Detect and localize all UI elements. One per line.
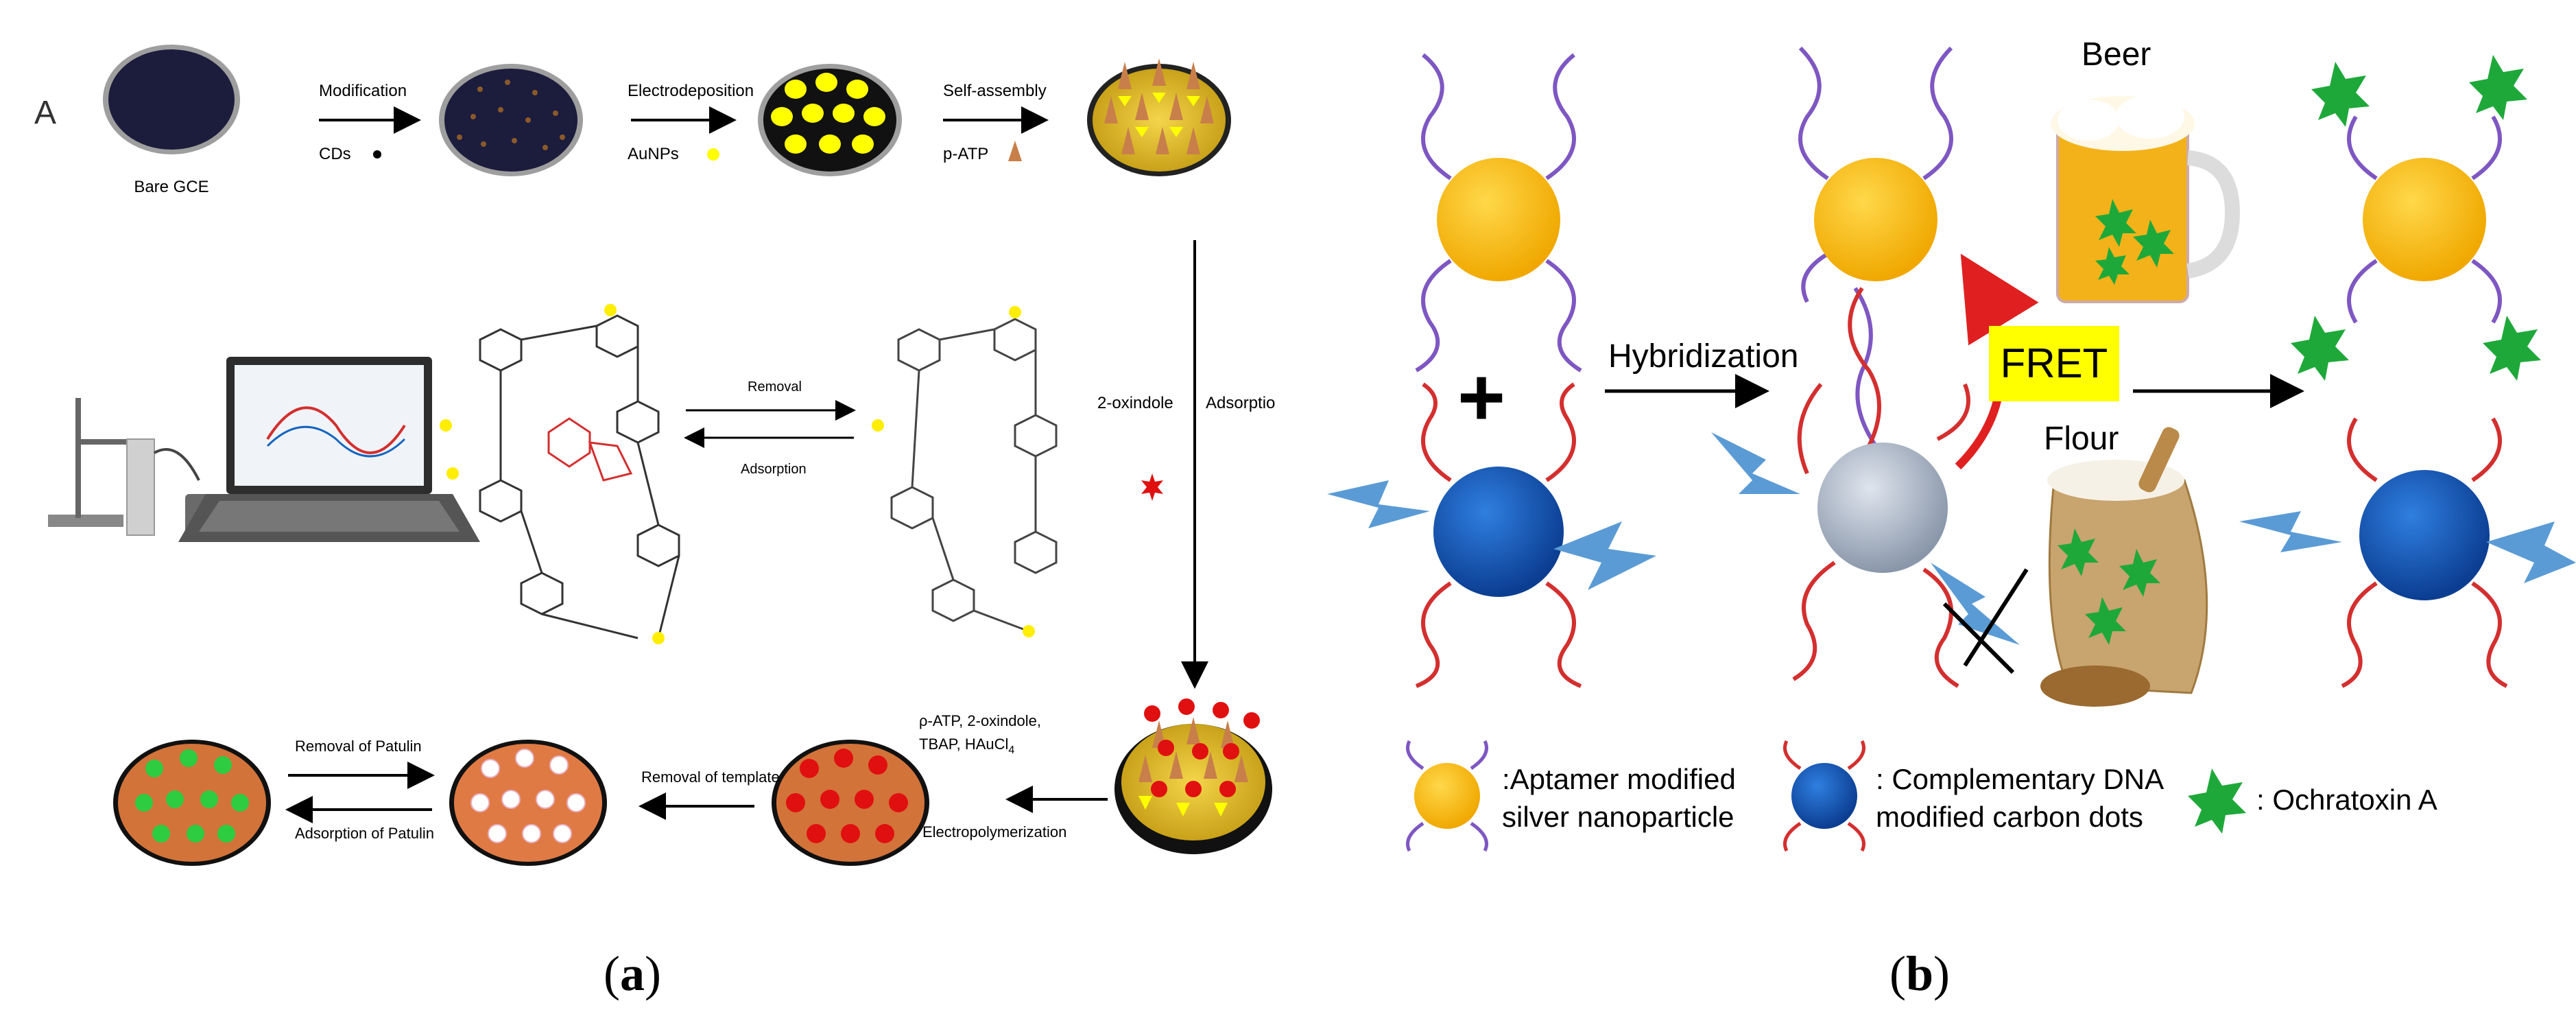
electrochemical-workstation-illustration: [48, 357, 480, 542]
cds-label: CDs: [319, 145, 351, 163]
lightning-in-middle-icon: [1711, 432, 1800, 494]
cdna-carbon-dot: [1327, 382, 1656, 688]
modification-label: Modification: [319, 82, 407, 100]
hybridized-complex: [1711, 46, 2029, 688]
template-electrode: [772, 740, 929, 866]
mip-structure-empty: [890, 318, 1058, 633]
ota-bound-silver-nanoparticle: [2291, 55, 2541, 381]
reagents-line-2-text: TBAP, HAuCl: [919, 736, 1008, 753]
fluorescence-emission-icon: [2486, 521, 2576, 583]
lightning-in-right-icon: [2239, 511, 2342, 552]
fret-label: FRET: [2001, 340, 2108, 386]
lightning-out-icon: [1553, 521, 1656, 590]
bare-gce-electrode: [103, 45, 240, 154]
beer-label: Beer: [2082, 36, 2151, 73]
removal-label: Removal: [748, 379, 802, 395]
legend-carbon-dot: [1783, 740, 1865, 852]
quenched-emission-icon: [1931, 563, 2020, 645]
fluorescent-carbon-dot: [2239, 417, 2576, 688]
aunps-electrode: [758, 64, 902, 176]
lightning-in-icon: [1327, 480, 1430, 528]
plus-sign: +: [1457, 351, 1505, 443]
cross-mark-b: [1963, 568, 2029, 667]
reagents-line-2: TBAP, HAuCl4: [919, 736, 1014, 756]
flour-label: Flour: [2044, 421, 2119, 457]
legend-ag-line-1: :Aptamer modified: [1502, 763, 1736, 795]
electrodeposition-label: Electrodeposition: [628, 82, 754, 100]
aptamer-silver-nanoparticle: [1415, 53, 1582, 373]
legend-cd-line-1: : Complementary DNA: [1876, 763, 2164, 795]
p-atp-electrode: [1087, 58, 1231, 176]
legend-cd-line-2: modified carbon dots: [1876, 801, 2143, 833]
legend-silver-nanoparticle: [1406, 740, 1488, 852]
hybridization-label: Hybridization: [1608, 338, 1798, 375]
reagents-line-1: ρ-ATP, 2-oxindole,: [919, 712, 1041, 729]
caption-a: (a): [604, 946, 661, 1001]
aunp-symbol: [707, 148, 719, 161]
removal-template-label: Removal of template: [641, 768, 780, 786]
self-assembly-label: Self-assembly: [943, 82, 1047, 100]
cds-modified-electrode: [439, 64, 583, 176]
bare-gce-label: Bare GCE: [134, 178, 208, 196]
panel-b-diagram: + Hybridization: [1327, 36, 2576, 852]
caption-b-letter: b: [1905, 946, 1934, 1001]
aunps-label: AuNPs: [628, 145, 679, 163]
fret-box: [1989, 326, 2119, 401]
two-oxindole-label: 2-oxindole: [1097, 394, 1173, 412]
legend-ochratoxin-icon: [2188, 768, 2246, 834]
electropolymerization-label: Electropolymerization: [922, 823, 1066, 840]
removal-patulin-label: Removal of Patulin: [295, 738, 422, 755]
caption-a-letter: a: [619, 946, 645, 1001]
adsorption-patulin-label: Adsorption of Patulin: [295, 825, 434, 842]
reagents-subscript: 4: [1008, 744, 1014, 756]
caption-b: (b): [1889, 946, 1951, 1001]
electropolymerized-electrode: [1114, 698, 1272, 854]
empty-mip-sulfur-atoms: [872, 306, 1035, 637]
cross-mark-a: [1942, 602, 2015, 674]
beer-mug-icon: [2051, 95, 2241, 303]
cavity-electrode: [449, 740, 607, 866]
p-atp-label: p-ATP: [943, 145, 988, 163]
panel-a-diagram: A Bare GCE Modification CDs Electrodepos…: [34, 45, 1275, 866]
patulin-bound-electrode: [113, 740, 271, 866]
p-atp-symbol: [1008, 141, 1022, 161]
oxindole-symbol: [1141, 473, 1163, 501]
panel-a-tag: A: [34, 95, 56, 131]
mip-structure-with-template: [479, 314, 680, 639]
cd-symbol: [373, 150, 381, 158]
mip-sulfur-atoms: [440, 304, 665, 644]
flour-sack-icon: [2040, 427, 2208, 707]
adsorption-vertical-label: Adsorptio: [1206, 394, 1275, 412]
legend-ota-label: : Ochratoxin A: [2256, 784, 2437, 816]
adsorption-label: Adsorption: [741, 462, 807, 477]
legend-ag-line-2: silver nanoparticle: [1502, 801, 1734, 833]
